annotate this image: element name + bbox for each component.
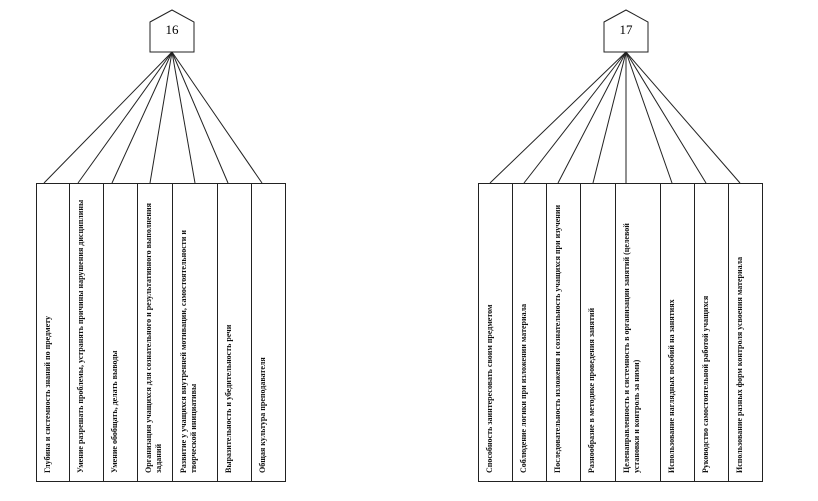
connector xyxy=(625,51,707,184)
connector xyxy=(489,51,627,184)
criterion-box: Умение разрешать проблемы, устранять при… xyxy=(69,183,104,482)
criterion-box: Организация учащихся для сознательного и… xyxy=(137,183,173,482)
node-16: 16 xyxy=(150,10,194,52)
criterion-box: Разнообразие в методике проведения занят… xyxy=(580,183,616,482)
connector xyxy=(171,51,229,184)
connector xyxy=(625,51,673,184)
criterion-box: Умение обобщать, делать выводы xyxy=(103,183,138,482)
connector xyxy=(523,51,627,184)
criterion-text: Развитие у учащихся внутренней мотивации… xyxy=(179,230,198,473)
criterion-box: Последовательность изложения и сознатель… xyxy=(546,183,581,482)
criterion-text: Целенаправленность и системность в орган… xyxy=(622,223,641,473)
criterion-text: Выразительность и убедительность речи xyxy=(224,324,233,473)
criterion-box: Развитие у учащихся внутренней мотивации… xyxy=(172,183,218,482)
connector xyxy=(592,51,627,184)
criterion-box: Использование наглядных пособий на занят… xyxy=(660,183,695,482)
group-17-connectors xyxy=(489,9,741,184)
criterion-text: Использование наглядных пособий на занят… xyxy=(667,299,676,473)
criterion-text: Соблюдение логики при изложении материал… xyxy=(519,303,528,473)
criterion-text: Использование разных форм контроля усвое… xyxy=(735,256,744,473)
criterion-box: Руководство самостоятельной работой учащ… xyxy=(694,183,729,482)
connector xyxy=(557,51,627,184)
criterion-text: Последовательность изложения и сознатель… xyxy=(553,204,562,473)
criterion-text: Общая культура преподавателя xyxy=(258,357,267,473)
criterion-box: Выразительность и убедительность речи xyxy=(217,183,252,482)
group-16-connectors xyxy=(43,9,263,184)
connector xyxy=(149,51,173,184)
node-17: 17 xyxy=(604,10,648,52)
criterion-box: Соблюдение логики при изложении материал… xyxy=(512,183,547,482)
connector xyxy=(171,51,263,184)
node-number: 17 xyxy=(619,22,633,37)
criterion-box: Глубина и системность знаний по предмету xyxy=(36,183,70,482)
pentagon-node-17 xyxy=(603,9,649,53)
connector xyxy=(43,51,173,184)
connector xyxy=(625,51,741,184)
connector xyxy=(77,51,173,184)
criterion-text: Глубина и системность знаний по предмету xyxy=(43,316,52,473)
pentagon-node-16 xyxy=(149,9,195,53)
criterion-text: Умение разрешать проблемы, устранять при… xyxy=(76,199,85,473)
criterion-box: Общая культура преподавателя xyxy=(251,183,286,482)
criterion-text: Разнообразие в методике проведения занят… xyxy=(587,307,596,473)
connector xyxy=(171,51,196,184)
criterion-text: Умение обобщать, делать выводы xyxy=(110,350,119,473)
connector xyxy=(111,51,173,184)
criterion-text: Руководство самостоятельной работой учащ… xyxy=(701,295,710,473)
node-number: 16 xyxy=(165,22,179,37)
criterion-text: Способность заинтересовать своим предмет… xyxy=(485,304,494,473)
criterion-box: Способность заинтересовать своим предмет… xyxy=(478,183,513,482)
criterion-box: Использование разных форм контроля усвое… xyxy=(728,183,763,482)
criterion-box: Целенаправленность и системность в орган… xyxy=(615,183,661,482)
criterion-text: Организация учащихся для сознательного и… xyxy=(144,203,163,473)
